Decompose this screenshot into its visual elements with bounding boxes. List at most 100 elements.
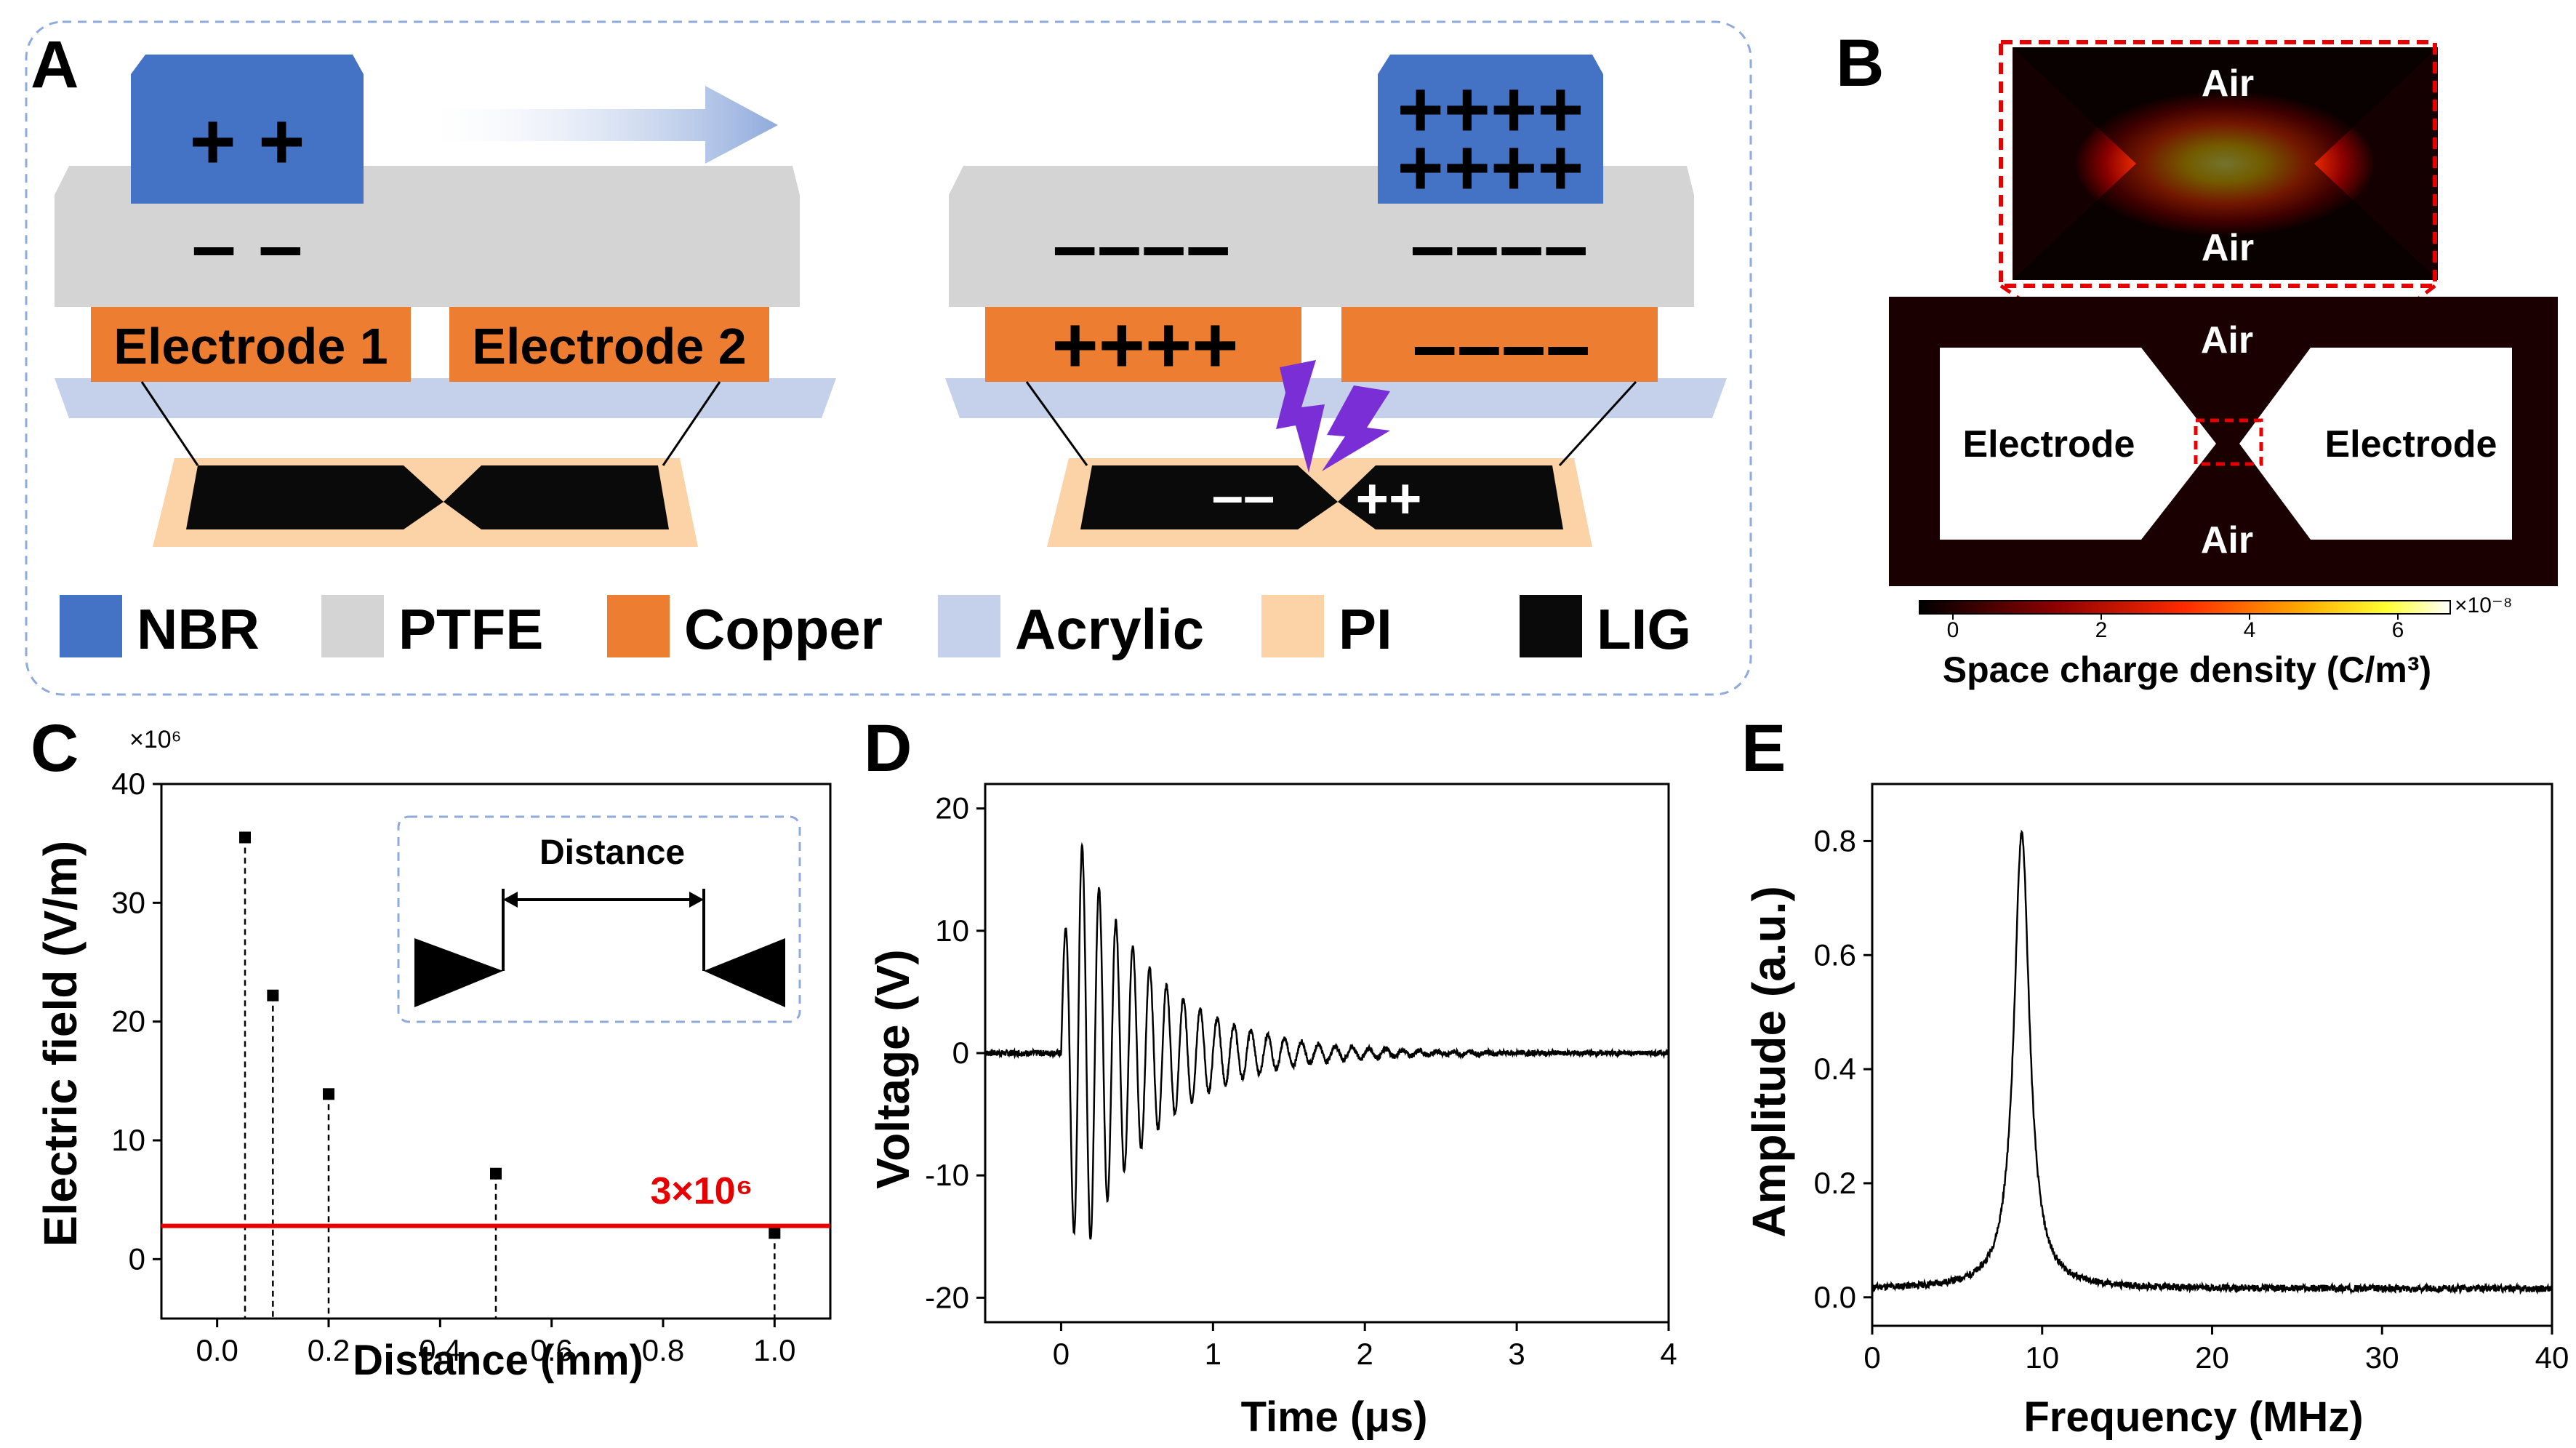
nbr-charges-top: ++++	[1397, 65, 1584, 154]
data-point	[323, 1088, 334, 1100]
y-axis-label: Electric field (V/m)	[34, 841, 87, 1247]
legend-swatch-lig	[1520, 595, 1582, 657]
legend-label-nbr: NBR	[137, 597, 260, 661]
acrylic-layer-right	[945, 378, 1727, 418]
colorbar-tick-label: 4	[2244, 618, 2256, 642]
electrode-region-right	[2239, 348, 2512, 540]
legend-label-copper: Copper	[684, 597, 883, 661]
x-tick-label: 0	[1053, 1337, 1070, 1371]
nbr-charges: + +	[189, 97, 305, 186]
zoom-line-right	[662, 381, 721, 466]
y-tick-label: 0	[129, 1241, 145, 1276]
material-legend: NBR PTFE Copper Acrylic PI LIG	[60, 595, 1691, 661]
ptfe-charges: – –	[192, 201, 303, 290]
discharge-spark-icon	[1276, 360, 1325, 473]
legend-label-lig: LIG	[1597, 597, 1691, 661]
zoom-line-left	[140, 381, 199, 466]
x-tick-label: 1.0	[753, 1333, 795, 1367]
legend-swatch-copper	[607, 595, 670, 657]
x-tick-label: 30	[2365, 1340, 2399, 1375]
distance-inset: Distance	[397, 815, 801, 1023]
discharge-spark-icon-2	[1322, 385, 1390, 471]
air-label-inset-bottom: Air	[2202, 227, 2254, 269]
zoom-line-right-right	[1558, 380, 1637, 467]
amplitude-spectrum	[1871, 829, 2553, 1295]
inset-tip-left	[414, 938, 503, 1007]
lig-electrode-pair-right	[1080, 465, 1563, 529]
y-multiplier: ×10⁶	[129, 726, 182, 753]
legend-swatch-acrylic	[938, 595, 1000, 657]
x-tick-label: 4	[1660, 1337, 1677, 1371]
x-axis-label: Frequency (MHz)	[2023, 1393, 2363, 1441]
device-after-contact: ++++ –––– ++++ ++++ –––– –––– –– ++	[945, 55, 1727, 547]
panel-a: A Electrode 1 Electrode 2 + + – – ++++ –…	[25, 20, 1752, 696]
colorbar-ticks	[1952, 614, 2399, 620]
colorbar-label: Space charge density (C/m³)	[1943, 649, 2431, 690]
legend-label-pi: PI	[1339, 597, 1392, 661]
y-tick-label: 0	[952, 1036, 969, 1070]
x-axis-label: Time (μs)	[1241, 1393, 1428, 1441]
electrode-2-charges: ––––	[1413, 300, 1591, 390]
zoom-line-left-right	[1025, 381, 1088, 466]
air-label-inset-top: Air	[2202, 63, 2254, 105]
lig-electrode-pair	[186, 465, 669, 529]
slide-arrow	[435, 86, 778, 164]
legend-swatch-pi	[1261, 595, 1324, 657]
nbr-block	[131, 55, 364, 204]
air-label-lower: Air	[2201, 519, 2253, 561]
y-tick-label: 0.8	[1814, 823, 1856, 857]
electrode-label-left: Electrode	[1963, 423, 2135, 465]
voltage-trace	[984, 841, 1670, 1240]
zoom-inset-frame	[1999, 40, 2437, 288]
x-tick-label: 0.6	[530, 1333, 572, 1367]
electrode-1-charges: ++++	[1052, 300, 1239, 390]
panel-label-d: D	[864, 711, 912, 785]
x-tick-label: 0.2	[308, 1333, 350, 1367]
x-tick-label: 0.8	[642, 1333, 684, 1367]
y-tick-label: 0.2	[1814, 1166, 1856, 1200]
data-point	[490, 1167, 502, 1180]
x-tick-label: 2	[1357, 1337, 1373, 1371]
y-tick-label: 0.6	[1814, 937, 1856, 972]
panel-b: B Air Air Electrode Electrode Air Air 0 …	[1836, 26, 2558, 690]
y-tick-label: -20	[925, 1280, 969, 1314]
x-axis-label: Distance (mm)	[353, 1337, 643, 1384]
data-point	[267, 989, 279, 1001]
x-tick-label: 0.0	[196, 1333, 238, 1367]
colorbar	[1919, 600, 2451, 615]
inset-tip-right	[704, 938, 785, 1007]
y-tick-label: 10	[111, 1123, 145, 1157]
panel-label-c: C	[31, 711, 79, 785]
inset-distance-label: Distance	[539, 833, 685, 872]
device-before-contact: Electrode 1 Electrode 2 + + – –	[55, 55, 836, 547]
arrowhead-left-icon	[503, 892, 518, 908]
data-point	[239, 831, 251, 844]
lig-left-charges: ––	[1212, 463, 1275, 527]
y-axis-label: Voltage (V)	[867, 949, 919, 1189]
x-tick-label: 1	[1205, 1337, 1221, 1371]
x-tick-label: 0	[1863, 1340, 1880, 1375]
data-point	[769, 1227, 781, 1239]
copper-electrode-1-right	[985, 305, 1301, 382]
electrode-region-left	[1940, 348, 2216, 540]
copper-electrode-2	[449, 305, 769, 382]
panel-label-b: B	[1836, 26, 1884, 100]
air-label-upper: Air	[2201, 319, 2253, 361]
panel-label-e: E	[1741, 711, 1786, 785]
threshold-label: 3×10⁶	[650, 1170, 753, 1212]
y-axis-label: Amplitude (a.u.)	[1743, 886, 1795, 1238]
x-tick-label: 0.4	[419, 1333, 461, 1367]
air-region-top	[2013, 47, 2438, 164]
arrowhead-right-icon	[689, 892, 704, 908]
nbr-charges-bottom: ++++	[1397, 123, 1584, 212]
colorbar-tick-label: 6	[2392, 618, 2404, 642]
ptfe-charges-2: ––––	[1411, 201, 1589, 290]
panel-label-a: A	[31, 28, 79, 102]
